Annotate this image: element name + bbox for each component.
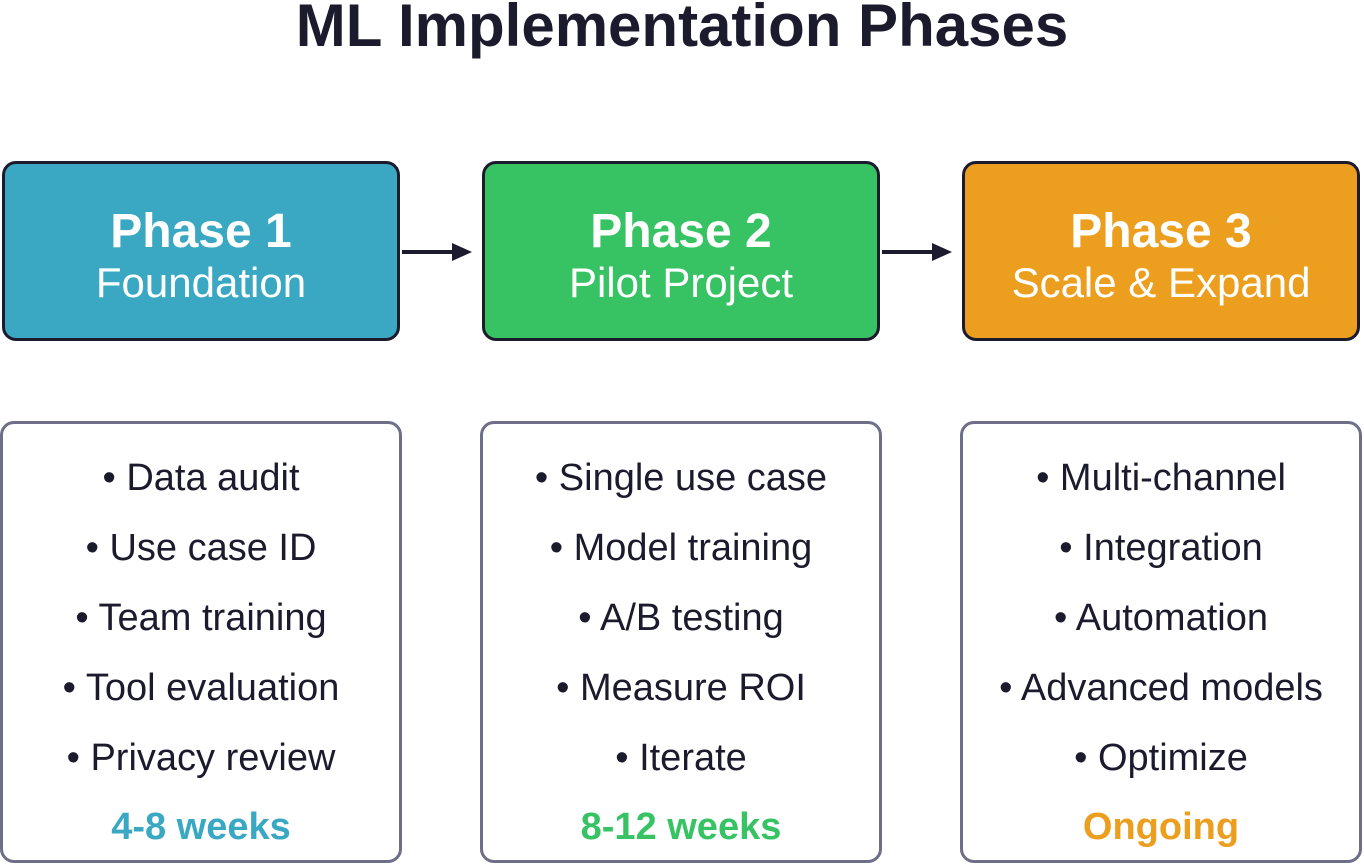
list-item: • Advanced models (999, 667, 1323, 709)
list-item: • Data audit (102, 457, 300, 499)
list-item: • Integration (1059, 527, 1263, 569)
list-item: • Privacy review (66, 737, 336, 779)
phase-3-subtitle: Scale & Expand (1011, 259, 1311, 306)
phase-3-name: Phase 3 (1070, 205, 1252, 258)
list-item: • Optimize (1074, 737, 1248, 779)
list-item: • Iterate (615, 737, 747, 779)
phase-2-name: Phase 2 (590, 205, 772, 258)
list-item: • Use case ID (85, 527, 317, 569)
arrow-right-icon (882, 243, 952, 261)
list-item: • Single use case (534, 457, 828, 499)
phase-2-subtitle: Pilot Project (568, 259, 794, 306)
phase-2-box: Phase 2 Pilot Project (482, 161, 880, 341)
list-item: • Multi-channel (1036, 457, 1286, 499)
list-item: • Measure ROI (556, 667, 806, 709)
list-item: • A/B testing (578, 597, 784, 639)
list-item: • Automation (1054, 597, 1268, 639)
phase-3-duration: Ongoing (1082, 806, 1240, 848)
phase-3-details: • Multi-channel • Integration • Automati… (960, 421, 1362, 863)
phase-1-name: Phase 1 (110, 205, 292, 258)
phase-2-duration: 8-12 weeks (580, 806, 782, 848)
phase-1-subtitle: Foundation (95, 259, 307, 306)
phase-1-duration: 4-8 weeks (111, 806, 291, 848)
phase-1-details: • Data audit • Use case ID • Team traini… (0, 421, 402, 863)
phase-2-details: • Single use case • Model training • A/B… (480, 421, 882, 863)
phase-3-box: Phase 3 Scale & Expand (962, 161, 1360, 341)
list-item: • Tool evaluation (62, 667, 340, 709)
list-item: • Team training (75, 597, 327, 639)
phase-1-box: Phase 1 Foundation (2, 161, 400, 341)
list-item: • Model training (549, 527, 813, 569)
arrow-right-icon (402, 243, 472, 261)
diagram-title: ML Implementation Phases (295, 0, 1069, 59)
